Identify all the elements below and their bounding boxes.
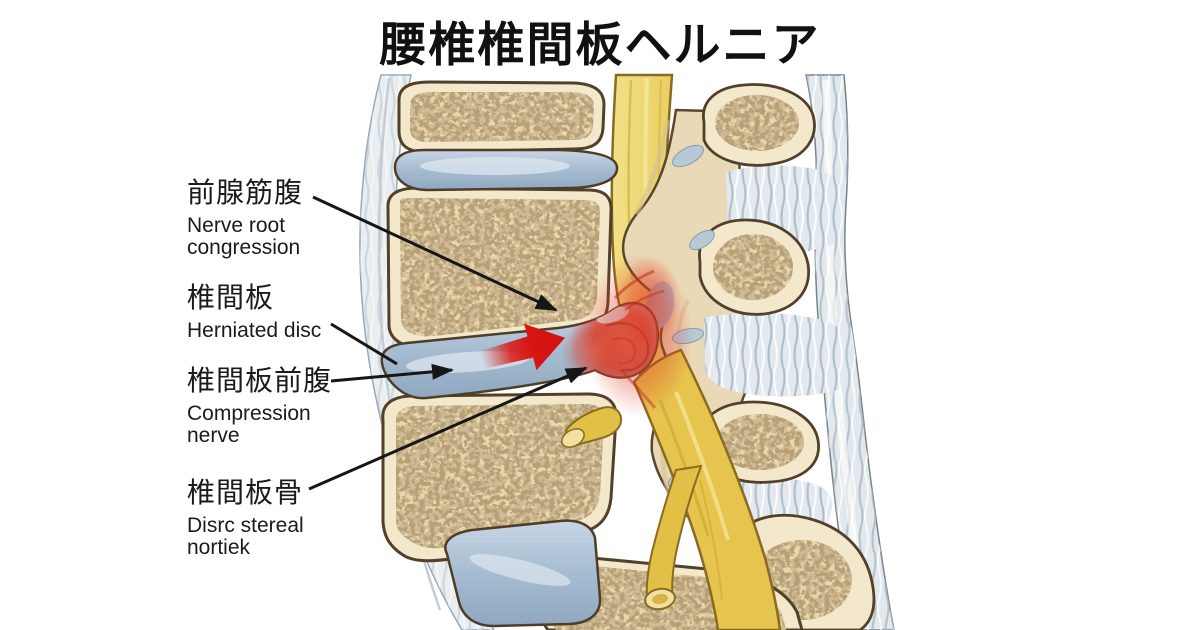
herniation-arrow-icon: [479, 323, 566, 371]
page-title: 腰椎椎間板ヘルニア: [379, 18, 821, 71]
pointer-arrow-3: [330, 363, 454, 383]
label-disc-bone: 椎間板骨 Disrc stereal nortiek: [187, 471, 329, 560]
label-nerve-root: 前腺筋腹 Nerve root congression: [187, 171, 329, 260]
pointer-arrows: [308, 195, 588, 491]
label-disc-bone-jp: 椎間板骨: [187, 477, 304, 508]
spinous-process-2: [698, 218, 810, 316]
vertebra-3: [381, 392, 618, 563]
label-nerve-root-jp: 前腺筋腹: [187, 177, 304, 208]
disc-3: [444, 519, 602, 628]
label-compression-nerve-en: Compression nerve: [187, 402, 311, 448]
vertebra-1: [397, 80, 606, 154]
inflammation-glow: [583, 253, 693, 417]
label-herniated-disc-en: Herniated disc: [187, 319, 322, 342]
nerve-root-cut-end: [561, 428, 585, 448]
nerve-root-branch: [561, 348, 782, 630]
pointer-arrow-1: [312, 195, 558, 312]
pointer-arrow-4: [308, 366, 588, 491]
label-herniated-disc-jp: 椎間板: [187, 282, 275, 313]
label-disc-bone-en: Disrc stereal nortiek: [187, 514, 304, 560]
label-compression-nerve-jp: 椎間板前腹: [187, 365, 333, 396]
pointer-arrow-2: [330, 322, 398, 366]
label-nerve-root-en: Nerve root congression: [187, 214, 301, 260]
label-herniated-disc: 椎間板 Herniated disc: [187, 276, 329, 342]
interspinous-ligament-2: [704, 312, 847, 397]
label-compression-nerve: 椎間板前腹 Compression nerve: [187, 359, 332, 448]
spinous-process-1: [702, 83, 816, 167]
disc-1: [393, 148, 619, 192]
